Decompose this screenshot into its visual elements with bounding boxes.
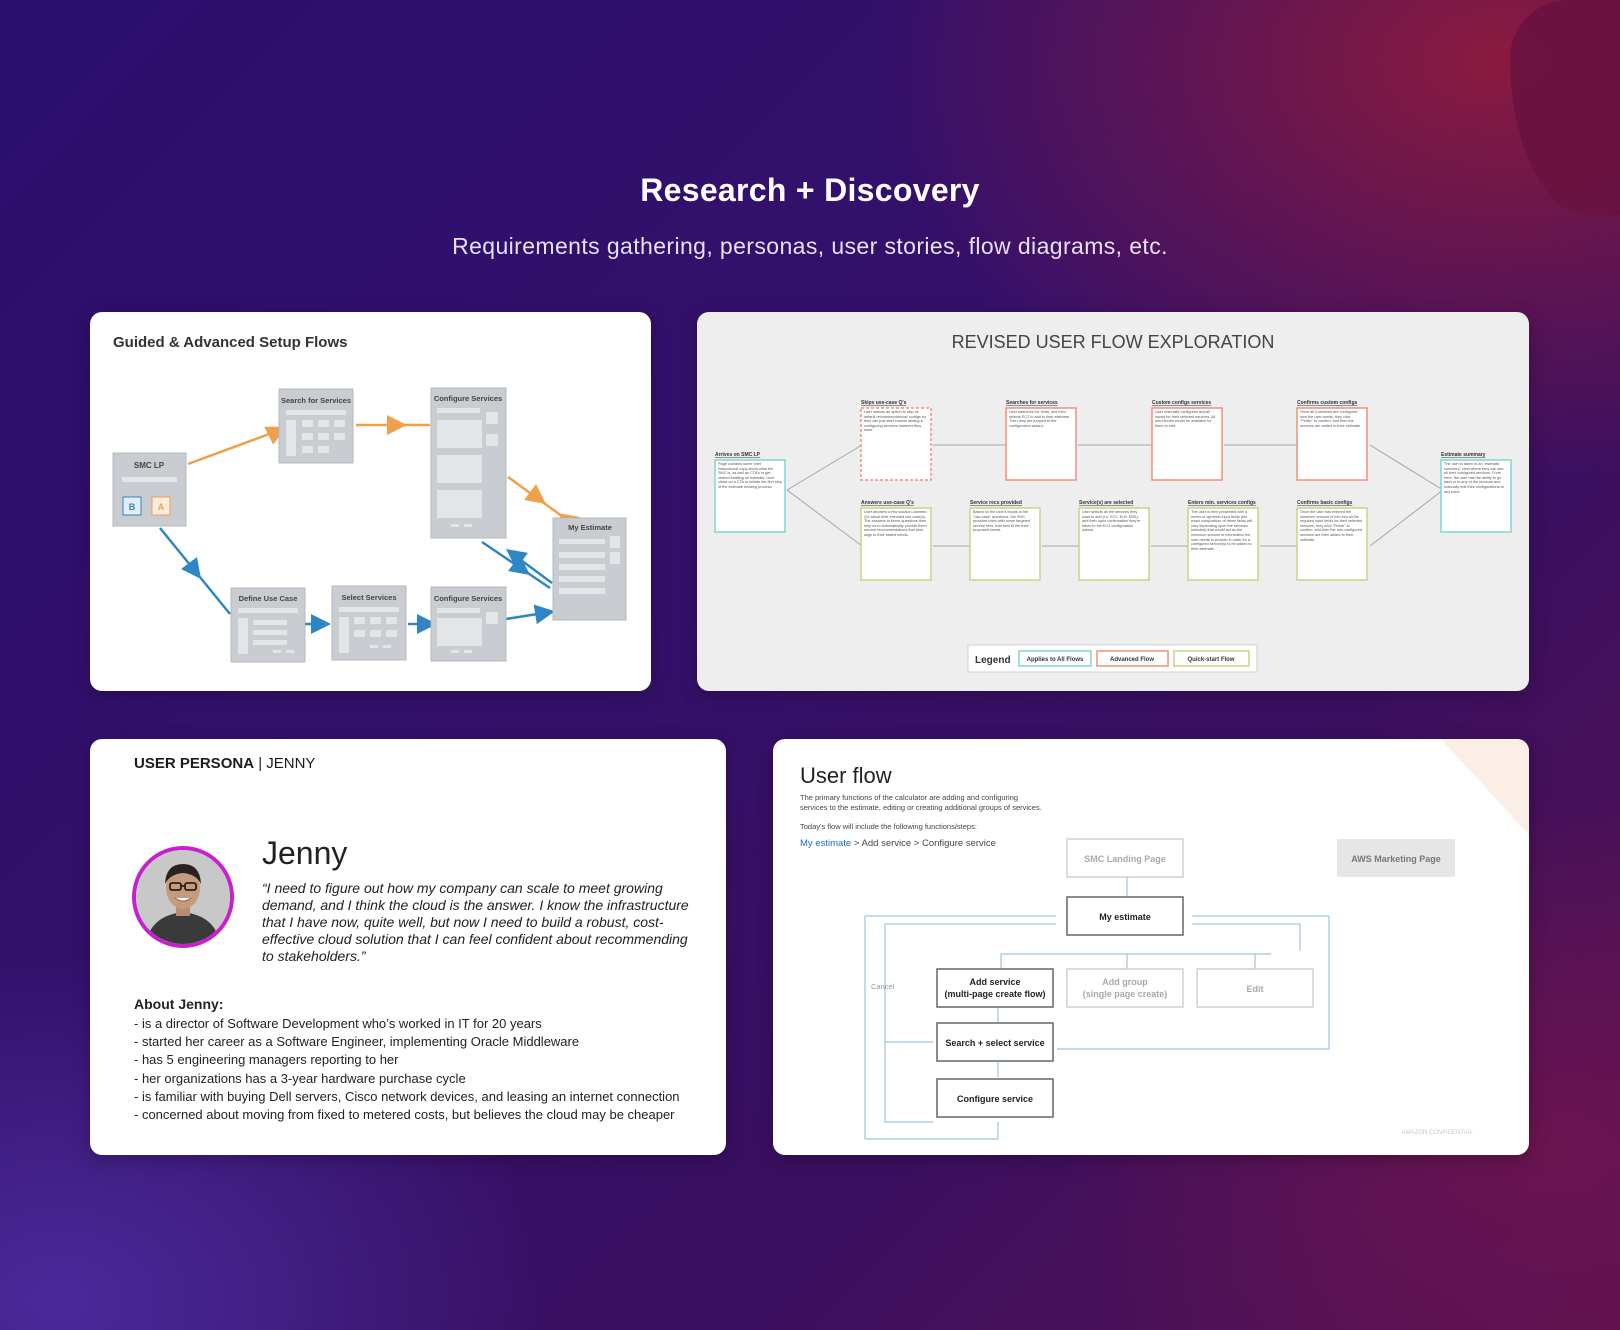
card-user-persona: USER PERSONA | JENNY Jenny “I need to fi… — [90, 739, 726, 1155]
step-services-selected: Service(s) are selected User selects all… — [1078, 500, 1150, 581]
svg-text:Add group: Add group — [1102, 977, 1148, 987]
legend-advanced-flow: Advanced Flow — [1110, 657, 1154, 663]
svg-text:Edit: Edit — [1247, 984, 1264, 994]
node-smc-lp: SMC LP B A — [112, 452, 187, 527]
svg-text:My Estimate: My Estimate — [568, 523, 612, 532]
svg-text:Service recs provided: Service recs provided — [970, 500, 1022, 506]
node-select-services: Select Services — [331, 585, 407, 661]
card-revised-user-flow: REVISED USER FLOW EXPLORATION Arrives on… — [697, 312, 1529, 691]
svg-text:Configure Services: Configure Services — [434, 594, 502, 603]
svg-text:Select Services: Select Services — [341, 593, 396, 602]
persona-name: Jenny — [262, 835, 348, 871]
description-line: services to the estimate, editing or cre… — [800, 803, 1042, 812]
legend-all-flows: Applies to All Flows — [1027, 657, 1084, 663]
about-list: - is a director of Software Development … — [134, 1015, 680, 1124]
svg-text:Service(s) are selected: Service(s) are selected — [1079, 500, 1133, 506]
svg-text:Arrives on SMC LP: Arrives on SMC LP — [715, 452, 761, 458]
cancel-label: Cancel — [871, 982, 895, 991]
step-arrives-smc-lp: Arrives on SMC LP Page contains some bri… — [714, 452, 786, 533]
confidential-watermark: AMAZON CONFIDENTIAL — [1402, 1130, 1474, 1136]
badge-basic: B — [129, 502, 136, 512]
legend-label: Legend — [975, 655, 1011, 666]
step-answers-use-case: Answers use-case Q's User answers a few … — [860, 500, 932, 581]
svg-text:Define Use Case: Define Use Case — [239, 594, 298, 603]
description-line: The primary functions of the calculator … — [800, 793, 1018, 802]
flow-legend: Legend Applies to All Flows Advanced Flo… — [967, 644, 1258, 673]
step-confirms-custom: Confirms custom configs Once all 3 servi… — [1296, 400, 1368, 481]
svg-text:Search for Services: Search for Services — [281, 396, 351, 405]
node-my-estimate: My Estimate — [552, 517, 627, 621]
svg-text:Configure service: Configure service — [957, 1094, 1033, 1104]
section-subtitle: Requirements gathering, personas, user s… — [452, 233, 1168, 259]
advanced-flow-lines — [187, 415, 580, 533]
card-user-flow: User flow The primary functions of the c… — [773, 739, 1529, 1155]
about-item: - has 5 engineering managers reporting t… — [134, 1052, 399, 1068]
svg-text:My estimate: My estimate — [1099, 912, 1151, 922]
corner-accent — [1441, 739, 1529, 835]
user-flow-diagram: User flow The primary functions of the c… — [800, 739, 1529, 1140]
node-aws-marketing-page: AWS Marketing Page — [1337, 839, 1455, 877]
svg-text:Confirms custom configs: Confirms custom configs — [1297, 400, 1358, 406]
svg-text:Searches for services: Searches for services — [1006, 400, 1058, 406]
svg-text:Add service: Add service — [969, 977, 1020, 987]
svg-text:Custom configs services: Custom configs services — [1152, 400, 1211, 406]
flow-connectors — [786, 444, 1444, 547]
about-item: - concerned about moving from fixed to m… — [134, 1107, 675, 1123]
legend-quick-start: Quick-start Flow — [1187, 657, 1234, 663]
breadcrumb: My estimate > Add service > Configure se… — [800, 838, 996, 849]
card-title: REVISED USER FLOW EXPLORATION — [952, 332, 1275, 352]
card-title: Guided & Advanced Setup Flows — [113, 334, 347, 351]
description-line: Today's flow will include the following … — [800, 822, 977, 831]
node-configure-service: Configure service — [936, 1078, 1054, 1118]
persona-quote: “I need to figure out how my company can… — [262, 880, 689, 964]
step-confirms-basic: Confirms basic configs Once the user has… — [1296, 500, 1368, 581]
node-configure-services-top: Configure Services — [430, 387, 507, 539]
about-item: - is a director of Software Development … — [134, 1016, 542, 1031]
card-title: User flow — [800, 763, 892, 788]
node-add-service: Add service (multi-page create flow) — [936, 968, 1054, 1008]
step-estimate-summary: Estimate summary The user is taken to an… — [1440, 452, 1512, 533]
node-smc-landing-page: SMC Landing Page — [1066, 838, 1184, 878]
node-my-estimate: My estimate — [1066, 896, 1184, 936]
node-search-services: Search for Services — [278, 388, 354, 464]
about-item: - started her career as a Software Engin… — [134, 1034, 580, 1050]
svg-text:SMC LP: SMC LP — [134, 461, 165, 470]
svg-text:Answers use-case Q's: Answers use-case Q's — [861, 500, 914, 506]
about-heading: About Jenny: — [134, 996, 224, 1012]
svg-text:Estimate summary: Estimate summary — [1441, 452, 1486, 458]
section-title: Research + Discovery — [640, 172, 980, 208]
step-enters-min-configs: Enters min. services configs The user is… — [1187, 500, 1259, 581]
revised-flow-diagram: REVISED USER FLOW EXPLORATION Arrives on… — [714, 332, 1512, 673]
svg-text:Configure Services: Configure Services — [434, 394, 502, 403]
step-skips-use-case: Skips use-case Q's User selects an optio… — [860, 400, 932, 481]
step-searches-services: Searches for services User searches for,… — [1005, 400, 1077, 481]
about-item: - is familiar with buying Dell servers, … — [134, 1088, 680, 1104]
flow-connectors — [864, 877, 1330, 1140]
avatar — [132, 846, 234, 948]
node-search-select-service: Search + select service — [936, 1022, 1054, 1062]
node-edit: Edit — [1196, 968, 1314, 1008]
breadcrumb-link: My estimate — [800, 838, 851, 849]
node-configure-services-bottom: Configure Services — [430, 586, 507, 662]
badge-advanced: A — [158, 502, 165, 512]
persona-title: USER PERSONA | JENNY — [134, 755, 316, 772]
svg-text:Search + select service: Search + select service — [945, 1038, 1044, 1048]
svg-text:SMC Landing Page: SMC Landing Page — [1084, 854, 1166, 864]
card-setup-flows: Guided & Advanced Setup Flows SMC LP — [90, 312, 651, 691]
node-add-group: Add group (single page create) — [1066, 968, 1184, 1008]
svg-text:Confirms basic configs: Confirms basic configs — [1297, 500, 1353, 506]
svg-text:(multi-page create flow): (multi-page create flow) — [944, 989, 1045, 999]
basic-flow-lines — [159, 527, 555, 634]
node-define-use-case: Define Use Case — [230, 587, 306, 663]
svg-text:(single page create): (single page create) — [1083, 989, 1168, 999]
persona-photo — [136, 850, 230, 944]
about-item: - her organizations has a 3-year hardwar… — [134, 1070, 466, 1086]
step-service-recs: Service recs provided Based on the user'… — [969, 500, 1041, 581]
svg-text:Skips use-case Q's: Skips use-case Q's — [861, 400, 907, 406]
setup-flows-diagram: Guided & Advanced Setup Flows SMC LP — [112, 334, 627, 663]
svg-text:AWS Marketing Page: AWS Marketing Page — [1351, 854, 1441, 864]
svg-text:Enters min. services configs: Enters min. services configs — [1188, 500, 1256, 506]
step-custom-configs: Custom configs services User manually co… — [1151, 400, 1223, 481]
